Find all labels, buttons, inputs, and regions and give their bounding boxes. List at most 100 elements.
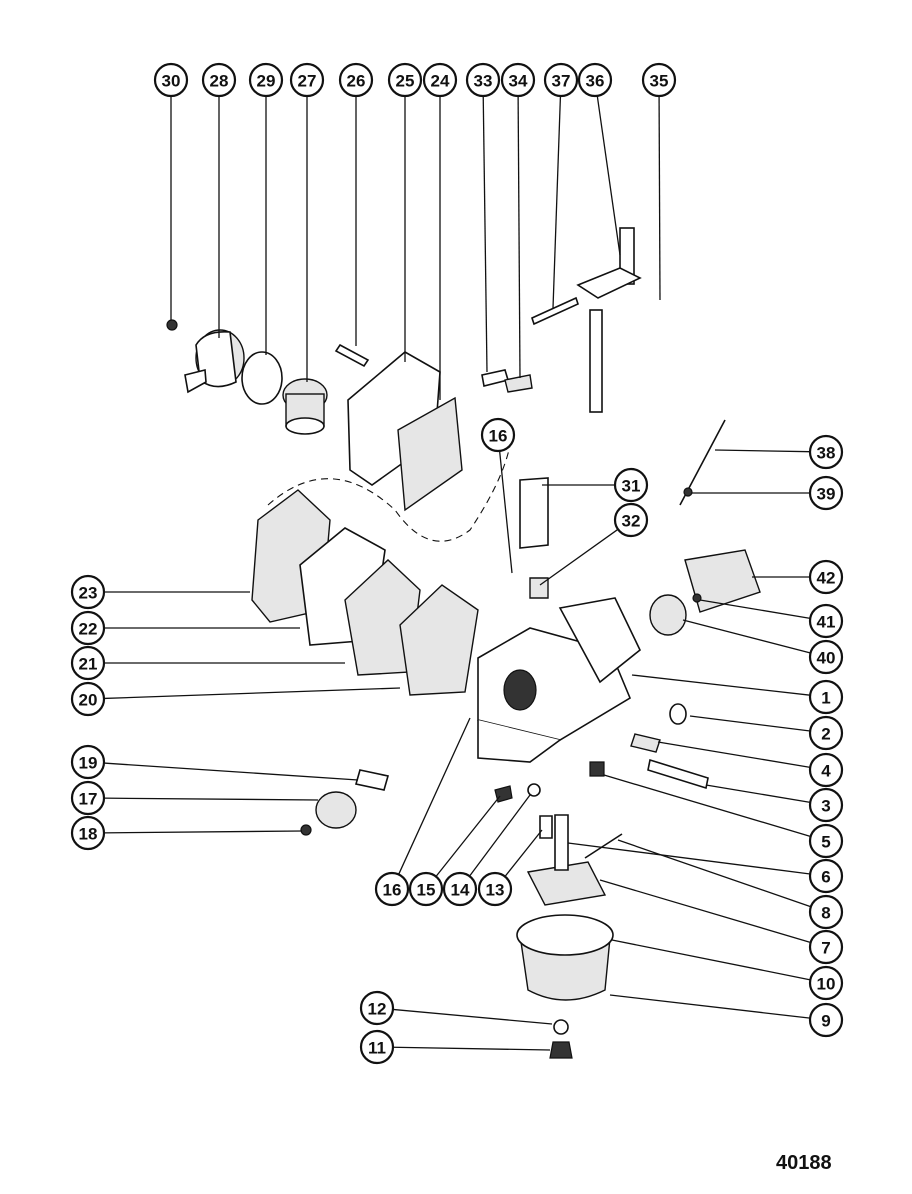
leader-line-36 bbox=[596, 95, 621, 256]
leader-line-13 bbox=[504, 829, 543, 877]
gasket-29-part bbox=[241, 351, 283, 405]
callout-circle bbox=[808, 603, 844, 639]
callout-circle bbox=[201, 62, 237, 98]
callout-10: 10 bbox=[808, 965, 844, 1001]
needle-3-part bbox=[647, 758, 709, 790]
callout-circle bbox=[387, 62, 423, 98]
callout-circle bbox=[70, 681, 106, 717]
carburetor-parts-drawing bbox=[166, 227, 761, 1059]
callout-circle bbox=[808, 752, 844, 788]
screw-18-part bbox=[300, 824, 312, 836]
callout-circle bbox=[577, 62, 613, 98]
callout-label: 1 bbox=[821, 689, 830, 708]
callout-circle bbox=[808, 434, 844, 470]
leader-line-8 bbox=[617, 839, 812, 908]
screw-15-part bbox=[494, 785, 513, 803]
callout-label: 34 bbox=[509, 72, 528, 91]
callout-circle bbox=[808, 929, 844, 965]
callout-circle bbox=[808, 679, 844, 715]
callout-31: 31 bbox=[613, 467, 649, 503]
callout-circle bbox=[70, 815, 106, 851]
leader-line-41 bbox=[699, 599, 811, 620]
callout-label: 27 bbox=[298, 72, 317, 91]
callout-circle bbox=[374, 871, 410, 907]
clip-19-part bbox=[354, 769, 390, 791]
callout-27: 27 bbox=[289, 62, 325, 98]
callout-14: 14 bbox=[442, 871, 478, 907]
leader-line-15 bbox=[435, 795, 501, 877]
nut-5-part bbox=[589, 761, 605, 777]
callout-40: 40 bbox=[808, 639, 844, 675]
callout-circle bbox=[408, 871, 444, 907]
leader-line-4 bbox=[657, 741, 811, 769]
callout-5: 5 bbox=[808, 823, 844, 859]
callout-35: 35 bbox=[641, 62, 677, 98]
callout-label: 31 bbox=[622, 477, 641, 496]
leader-line-40 bbox=[682, 619, 811, 654]
callout-circle bbox=[70, 610, 106, 646]
callout-circle bbox=[808, 1002, 844, 1038]
carburetor-body-part bbox=[477, 597, 641, 763]
air-silencer-part bbox=[166, 319, 245, 394]
callout-label: 21 bbox=[79, 655, 98, 674]
callout-11: 11 bbox=[359, 1029, 395, 1065]
leader-line-16 bbox=[498, 450, 513, 574]
callout-label: 41 bbox=[817, 613, 836, 632]
callout-13: 13 bbox=[477, 871, 513, 907]
callout-38: 38 bbox=[808, 434, 844, 470]
callout-22: 22 bbox=[70, 610, 106, 646]
callout-2: 2 bbox=[808, 715, 844, 751]
callout-17: 17 bbox=[70, 780, 106, 816]
callout-circle bbox=[359, 1029, 395, 1065]
callout-8: 8 bbox=[808, 894, 844, 930]
filter-screen-part bbox=[282, 378, 328, 435]
callout-26: 26 bbox=[338, 62, 374, 98]
oring-2-part bbox=[669, 703, 687, 725]
throttle-shaft-part bbox=[576, 227, 642, 413]
callout-circle bbox=[248, 62, 284, 98]
callout-label: 32 bbox=[622, 512, 641, 531]
callout-36: 36 bbox=[577, 62, 613, 98]
callout-label: 22 bbox=[79, 620, 98, 639]
callout-41: 41 bbox=[808, 603, 844, 639]
plate-40-part bbox=[649, 594, 687, 636]
callout-18: 18 bbox=[70, 815, 106, 851]
callout-label: 35 bbox=[650, 72, 669, 91]
callout-7: 7 bbox=[808, 929, 844, 965]
callout-label: 18 bbox=[79, 825, 98, 844]
gasket-24-part bbox=[397, 396, 463, 512]
leader-line-32 bbox=[539, 528, 619, 586]
callout-circle bbox=[808, 787, 844, 823]
callout-12: 12 bbox=[359, 990, 395, 1026]
pin-8-part bbox=[584, 833, 623, 859]
callout-label: 39 bbox=[817, 485, 836, 504]
leader-line-38 bbox=[714, 449, 811, 453]
callout-circle bbox=[613, 502, 649, 538]
callout-circle bbox=[465, 62, 501, 98]
callout-label: 2 bbox=[821, 725, 830, 744]
callout-circle bbox=[808, 475, 844, 511]
fuel-bowl-part bbox=[516, 861, 614, 1001]
callout-label: 11 bbox=[368, 1039, 386, 1058]
gasket-42-part bbox=[684, 549, 761, 613]
callout-label: 19 bbox=[79, 754, 98, 773]
leader-line-9 bbox=[609, 994, 811, 1019]
hose-dashed-line bbox=[267, 429, 513, 542]
callout-label: 29 bbox=[257, 72, 276, 91]
callout-label: 9 bbox=[821, 1012, 830, 1031]
callout-circle bbox=[70, 780, 106, 816]
nozzle-6-part bbox=[554, 814, 569, 871]
callout-label: 10 bbox=[817, 975, 836, 994]
jet-13-part bbox=[539, 815, 553, 839]
screw-33-part bbox=[481, 369, 510, 387]
washer-39-part bbox=[683, 487, 693, 497]
callout-label: 23 bbox=[79, 584, 98, 603]
callout-circle bbox=[641, 62, 677, 98]
leader-line-17 bbox=[103, 797, 319, 801]
leader-line-2 bbox=[689, 715, 811, 732]
callout-label: 5 bbox=[821, 833, 830, 852]
callout-circle bbox=[70, 574, 106, 610]
callout-circle bbox=[808, 894, 844, 930]
callout-label: 20 bbox=[79, 691, 98, 710]
callout-39: 39 bbox=[808, 475, 844, 511]
